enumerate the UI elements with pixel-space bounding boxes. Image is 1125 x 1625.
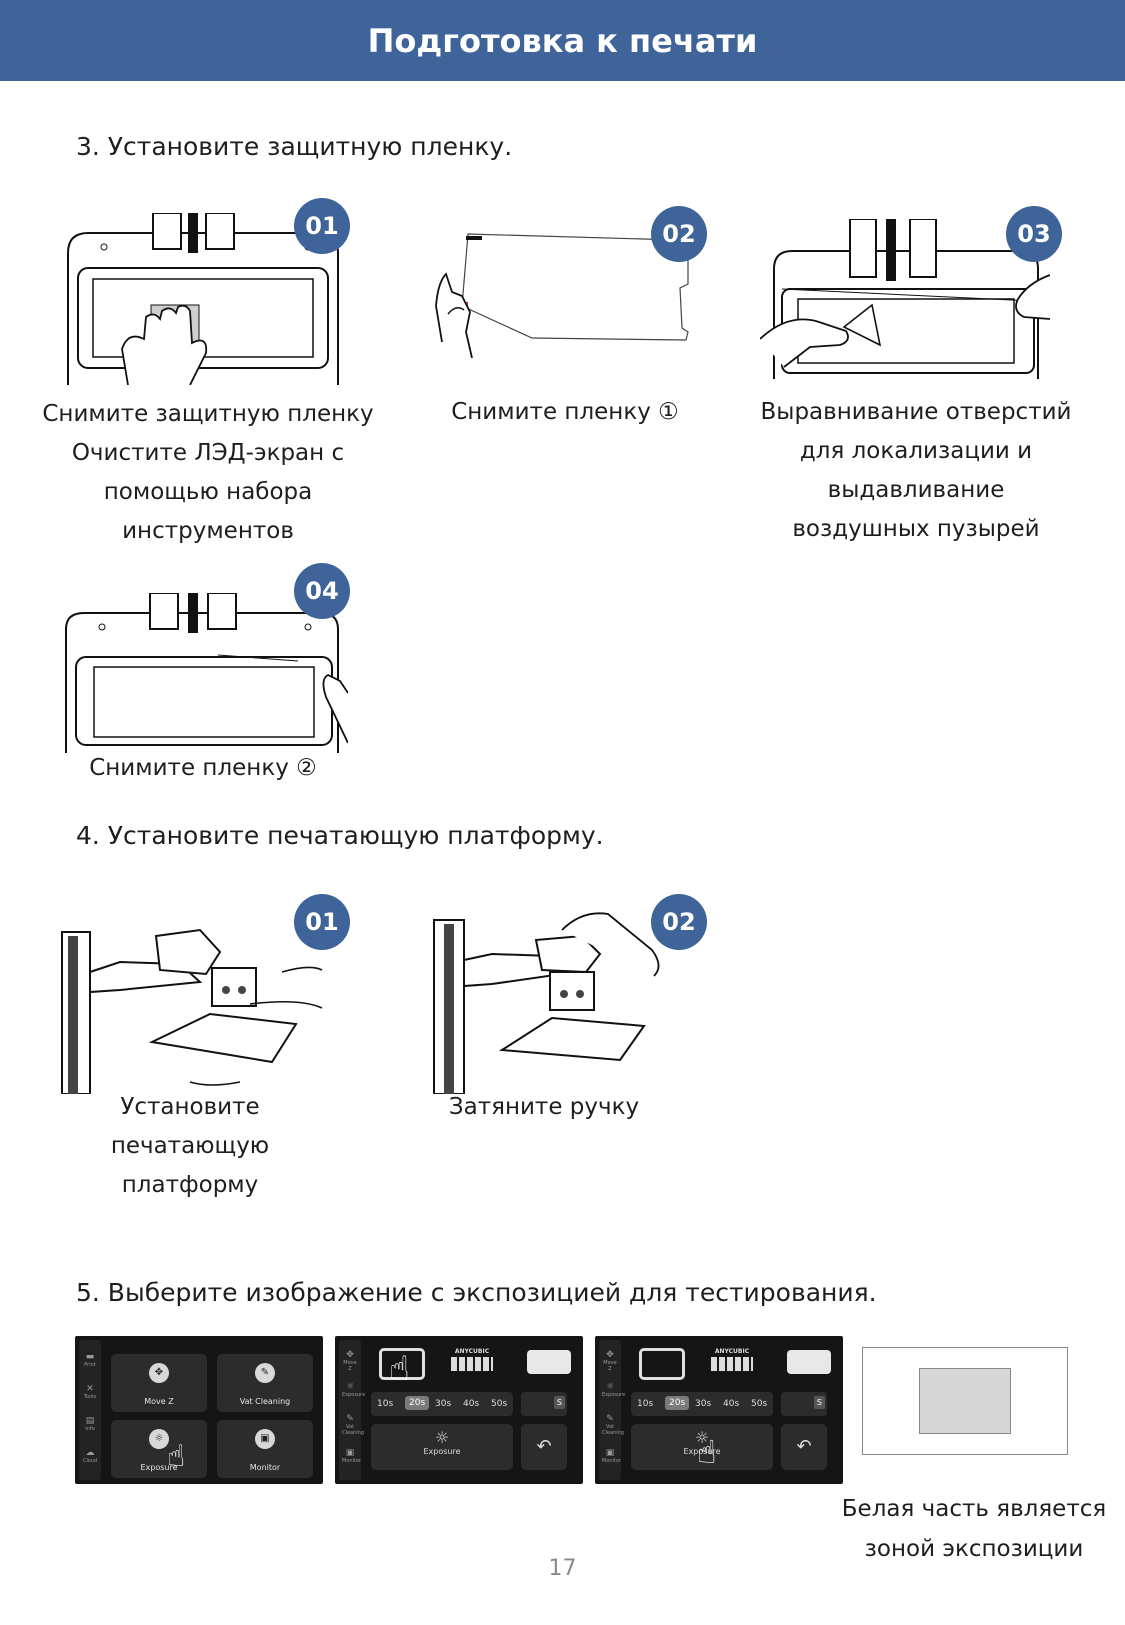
- step-3-title: 3. Установите защитную пленку.: [76, 132, 513, 161]
- screen-exposure-start: ✥Move Z ☼Exposure ✎Vat Cleaning ▣Monitor…: [595, 1336, 843, 1484]
- tile-exposure[interactable]: ☼ Exposure ☝: [111, 1420, 207, 1478]
- sidebar-item-move-z[interactable]: ✥Move Z: [603, 1350, 617, 1372]
- step-badge-platform-02: 02: [651, 894, 707, 950]
- page-header: Подготовка к печати: [0, 0, 1125, 81]
- caption-clean-screen: Снимите защитную пленку Очистите ЛЭД-экр…: [42, 401, 374, 544]
- tools-icon: ✕: [86, 1384, 94, 1394]
- monitor-icon: ▣: [255, 1429, 275, 1449]
- back-button[interactable]: ↶: [781, 1424, 827, 1470]
- exposure-start-button[interactable]: ☼ Exposure ☝: [631, 1424, 773, 1470]
- exposure-icon: ☼: [605, 1382, 615, 1392]
- back-button[interactable]: ↶: [521, 1424, 567, 1470]
- hand-pointer-icon: ☝: [167, 1439, 186, 1474]
- exposure-icon: ☼: [434, 1428, 450, 1447]
- screen-exposure-select-pattern: ✥Move Z ☼Exposure ✎Vat Cleaning ▣Monitor…: [335, 1336, 583, 1484]
- time-option-10s[interactable]: 10s: [637, 1399, 654, 1409]
- hand-pointer-icon: ☝: [389, 1349, 410, 1389]
- caption-peel-film-2: Снимите пленку ②: [89, 755, 317, 781]
- sidebar-item-move-z[interactable]: ✥Move Z: [343, 1350, 357, 1372]
- caption-install-platform: Установите печатающую платформу: [110, 1094, 270, 1198]
- exposure-icon: ☼: [694, 1428, 710, 1447]
- figure-peel-film-1: [432, 232, 692, 372]
- caption-tighten-knob: Затяните ручку: [448, 1094, 640, 1120]
- brush-icon: ✎: [606, 1414, 614, 1424]
- caption-peel-film-1: Снимите пленку ①: [451, 399, 679, 425]
- exposure-zone: [919, 1368, 1011, 1434]
- hand-pointer-icon: ☝: [697, 1433, 717, 1471]
- monitor-icon: ▣: [345, 1448, 355, 1458]
- pattern-white-option[interactable]: [787, 1350, 831, 1374]
- time-option-10s[interactable]: 10s: [377, 1399, 394, 1409]
- print-icon: ▬: [85, 1352, 95, 1362]
- sidebar-item-vat-cleaning[interactable]: ✎Vat Cleaning: [602, 1414, 624, 1436]
- exposure-time-bar: 10s 20s 30s 40s 50s: [371, 1392, 513, 1416]
- sidebar: [79, 1340, 101, 1480]
- caption-align-holes: Выравнивание отверстий для локализации и…: [760, 399, 1072, 542]
- time-option-40s[interactable]: 40s: [463, 1399, 480, 1409]
- back-arrow-icon: ↶: [796, 1436, 812, 1457]
- cloud-icon: ☁: [85, 1448, 95, 1458]
- sidebar-item-monitor[interactable]: ▣Monitor: [342, 1448, 362, 1464]
- sidebar-item-print[interactable]: ▬Print: [82, 1352, 98, 1368]
- sidebar-item-exposure[interactable]: ☼Exposure: [342, 1382, 366, 1398]
- pattern-logo-option[interactable]: ANYCUBIC: [709, 1348, 755, 1374]
- custom-time-field[interactable]: S: [781, 1392, 827, 1416]
- sidebar-item-cloud[interactable]: ☁Cloud: [82, 1448, 98, 1464]
- info-icon: ▤: [85, 1416, 95, 1426]
- move-z-icon: ✥: [606, 1350, 614, 1360]
- move-z-icon: ✥: [346, 1350, 354, 1360]
- exposure-area-illustration: [862, 1347, 1068, 1455]
- monitor-icon: ▣: [605, 1448, 615, 1458]
- figure-align-holes: [760, 219, 1050, 385]
- exposure-icon: ☼: [345, 1382, 355, 1392]
- pattern-frame-option[interactable]: [639, 1348, 685, 1380]
- sidebar-item-monitor[interactable]: ▣Monitor: [602, 1448, 622, 1464]
- tile-move-z[interactable]: ✥ Move Z: [111, 1354, 207, 1412]
- tile-monitor[interactable]: ▣ Monitor: [217, 1420, 313, 1478]
- figure-peel-film-2: [58, 593, 348, 753]
- custom-time-field[interactable]: S: [521, 1392, 567, 1416]
- sidebar-item-tools[interactable]: ✕Tools: [83, 1384, 97, 1400]
- time-option-20s[interactable]: 20s: [665, 1396, 690, 1410]
- back-arrow-icon: ↶: [536, 1436, 552, 1457]
- step-4-title: 4. Установите печатающую платформу.: [76, 821, 604, 850]
- step-badge-platform-01: 01: [294, 894, 350, 950]
- screen-tools-menu: ▬Print ✕Tools ▤Info ☁Cloud ✥ Move Z ✎ Va…: [75, 1336, 323, 1484]
- time-option-50s[interactable]: 50s: [751, 1399, 768, 1409]
- time-option-50s[interactable]: 50s: [491, 1399, 508, 1409]
- pattern-frame-option[interactable]: [379, 1348, 425, 1380]
- figure-clean-screen: [58, 213, 348, 385]
- time-option-30s[interactable]: 30s: [435, 1399, 452, 1409]
- step-5-title: 5. Выберите изображение с экспозицией дл…: [76, 1278, 877, 1307]
- brush-icon: ✎: [346, 1414, 354, 1424]
- tile-vat-cleaning[interactable]: ✎ Vat Cleaning: [217, 1354, 313, 1412]
- pattern-white-option[interactable]: [527, 1350, 571, 1374]
- sidebar-item-info[interactable]: ▤Info: [82, 1416, 98, 1432]
- figure-install-platform: [60, 912, 350, 1094]
- time-option-30s[interactable]: 30s: [695, 1399, 712, 1409]
- page-title: Подготовка к печати: [367, 22, 758, 60]
- step-badge-01: 01: [294, 198, 350, 254]
- step-badge-03: 03: [1006, 206, 1062, 262]
- brush-icon: ✎: [255, 1363, 275, 1383]
- exposure-icon: ☼: [149, 1429, 169, 1449]
- step-badge-04: 04: [294, 563, 350, 619]
- sidebar-item-exposure[interactable]: ☼Exposure: [602, 1382, 626, 1398]
- caption-exposure-zone: Белая часть является зоной экспозиции: [841, 1496, 1107, 1562]
- move-z-icon: ✥: [149, 1363, 169, 1383]
- sidebar-item-vat-cleaning[interactable]: ✎Vat Cleaning: [342, 1414, 364, 1436]
- exposure-start-button[interactable]: ☼ Exposure: [371, 1424, 513, 1470]
- figure-tighten-knob: [432, 910, 682, 1094]
- time-option-40s[interactable]: 40s: [723, 1399, 740, 1409]
- exposure-time-bar: 10s 20s 30s 40s 50s: [631, 1392, 773, 1416]
- step-badge-02: 02: [651, 206, 707, 262]
- page-number: 17: [548, 1556, 577, 1581]
- time-option-20s[interactable]: 20s: [405, 1396, 430, 1410]
- pattern-logo-option[interactable]: ANYCUBIC: [449, 1348, 495, 1374]
